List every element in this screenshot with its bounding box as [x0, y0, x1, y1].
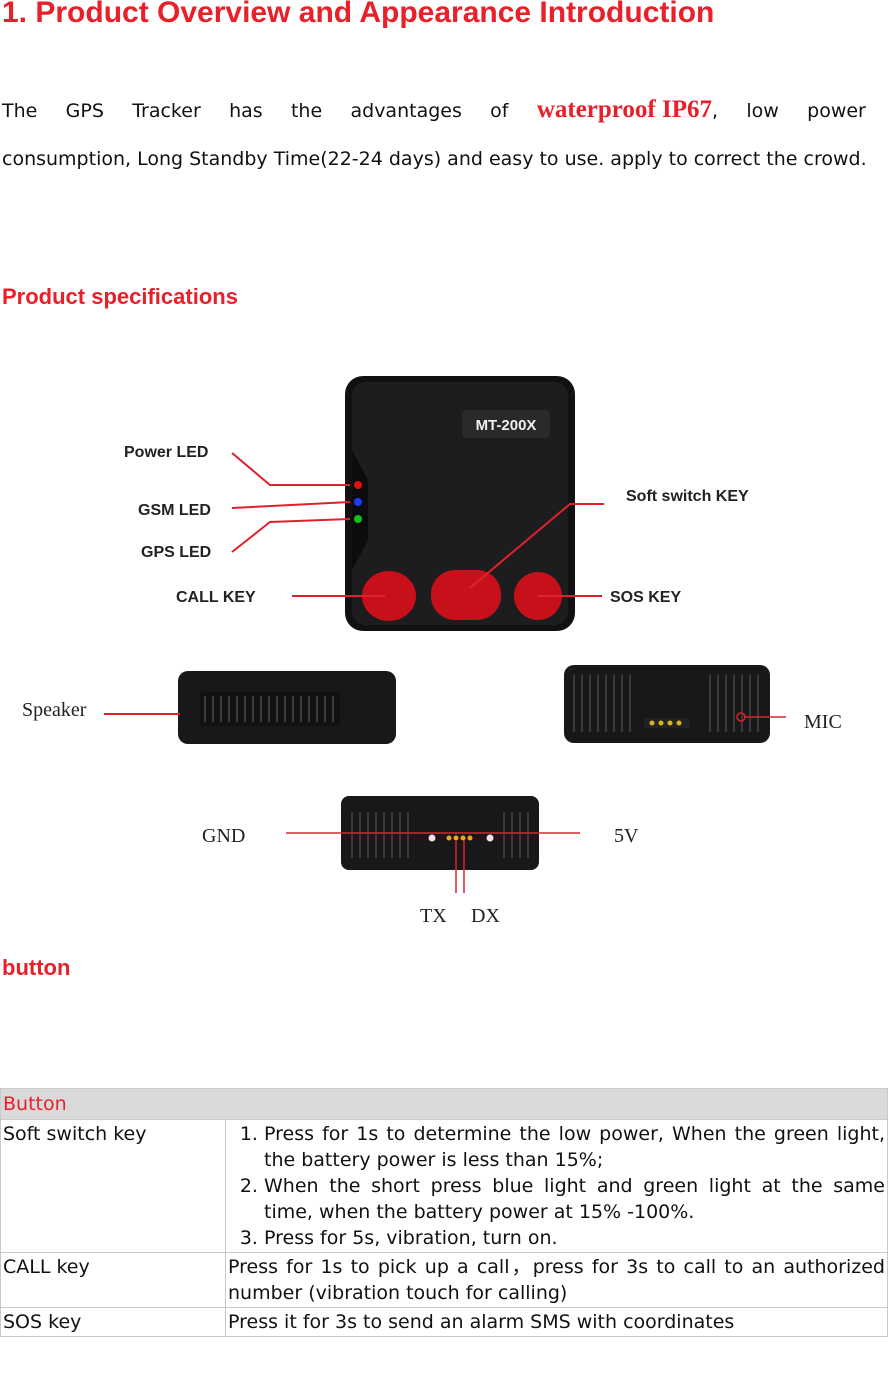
device-side-left: [178, 671, 396, 744]
soft-switch-button-shape: [431, 570, 501, 620]
label-sos-key: SOS KEY: [610, 589, 681, 606]
device-model: MT-200X: [476, 417, 537, 434]
intro-word: of: [490, 100, 509, 122]
label-5v: 5V: [614, 825, 639, 847]
pointer-lines-bottom: [286, 832, 580, 893]
label-soft-switch: Soft switch KEY: [626, 488, 749, 505]
intro-word: low: [746, 100, 779, 122]
list-item: When the short press blue light and gree…: [264, 1173, 885, 1225]
bottom-slots: [351, 812, 529, 858]
pointer-lines-top: [231, 452, 604, 597]
pin-strip: [644, 718, 690, 728]
button-table: Button Soft switch key Press for 1s to d…: [0, 1088, 888, 1337]
gsm-led-pointer: [231, 501, 351, 509]
side-right-body: [564, 665, 770, 743]
label-tx: TX: [420, 905, 447, 927]
label-gnd: GND: [202, 825, 245, 847]
intro-word: GPS: [65, 100, 104, 122]
device-side-right: [564, 665, 770, 743]
model-plate: [462, 410, 550, 438]
power-led-icon: [354, 481, 362, 489]
label-call-key: CALL KEY: [176, 589, 256, 606]
intro-line-2: consumption, Long Standby Time(22-24 day…: [2, 148, 867, 170]
row-key: SOS key: [0, 1307, 226, 1337]
spec-heading: Product specifications: [2, 284, 238, 309]
section-title: 1. Product Overview and Appearance Intro…: [2, 0, 715, 29]
label-mic: MIC: [804, 711, 842, 733]
intro-word: Tracker: [132, 100, 201, 122]
intro-word: the: [290, 100, 323, 122]
label-gps-led: GPS LED: [141, 544, 211, 561]
gps-led-pointer: [231, 518, 351, 553]
led-window: [352, 450, 368, 570]
list-item: Press for 1s to determine the low power,…: [264, 1121, 885, 1173]
soft-switch-pointer: [469, 503, 604, 589]
table-row: CALL key Press for 1s to pick up a call，…: [0, 1252, 888, 1308]
label-gsm-led: GSM LED: [138, 502, 211, 519]
step-list: Press for 1s to determine the low power,…: [228, 1121, 885, 1251]
speaker-slots: [204, 696, 334, 722]
device-face: [352, 382, 568, 625]
screw-hole-right: [486, 834, 494, 842]
power-led-pointer: [231, 452, 350, 486]
table-header-row: Button: [0, 1088, 888, 1120]
call-button-shape: [362, 571, 416, 621]
waterproof-highlight: waterproof IP67,: [536, 96, 719, 123]
intro-word: advantages: [350, 100, 462, 122]
table-header: Button: [0, 1088, 888, 1120]
device-figure: MT-200X Power LED GSM LED GPS LED CALL K…: [22, 376, 842, 927]
label-speaker: Speaker: [22, 699, 87, 721]
gsm-led-icon: [354, 498, 362, 506]
device-front: MT-200X: [345, 376, 575, 631]
intro-word: has: [229, 100, 263, 122]
intro-line-1: The GPS Tracker has the advantages of wa…: [2, 96, 866, 124]
row-key: CALL key: [0, 1252, 226, 1308]
button-heading: button: [2, 955, 71, 980]
intro-word: The: [2, 100, 38, 122]
label-dx: DX: [471, 905, 500, 927]
table-row: SOS key Press it for 3s to send an alarm…: [0, 1307, 888, 1337]
list-item: Press for 5s, vibration, turn on.: [264, 1225, 885, 1251]
row-desc: Press it for 3s to send an alarm SMS wit…: [225, 1307, 888, 1337]
row-desc: Press for 1s to determine the low power,…: [225, 1119, 888, 1253]
intro-word: power: [807, 100, 866, 122]
row-desc: Press for 1s to pick up a call，press for…: [225, 1252, 888, 1308]
table-row: Soft switch key Press for 1s to determin…: [0, 1119, 888, 1253]
label-power-led: Power LED: [124, 444, 208, 461]
row-key: Soft switch key: [0, 1119, 226, 1253]
side-right-slots: [573, 675, 759, 732]
screw-hole-left: [428, 834, 436, 842]
gps-led-icon: [354, 515, 362, 523]
